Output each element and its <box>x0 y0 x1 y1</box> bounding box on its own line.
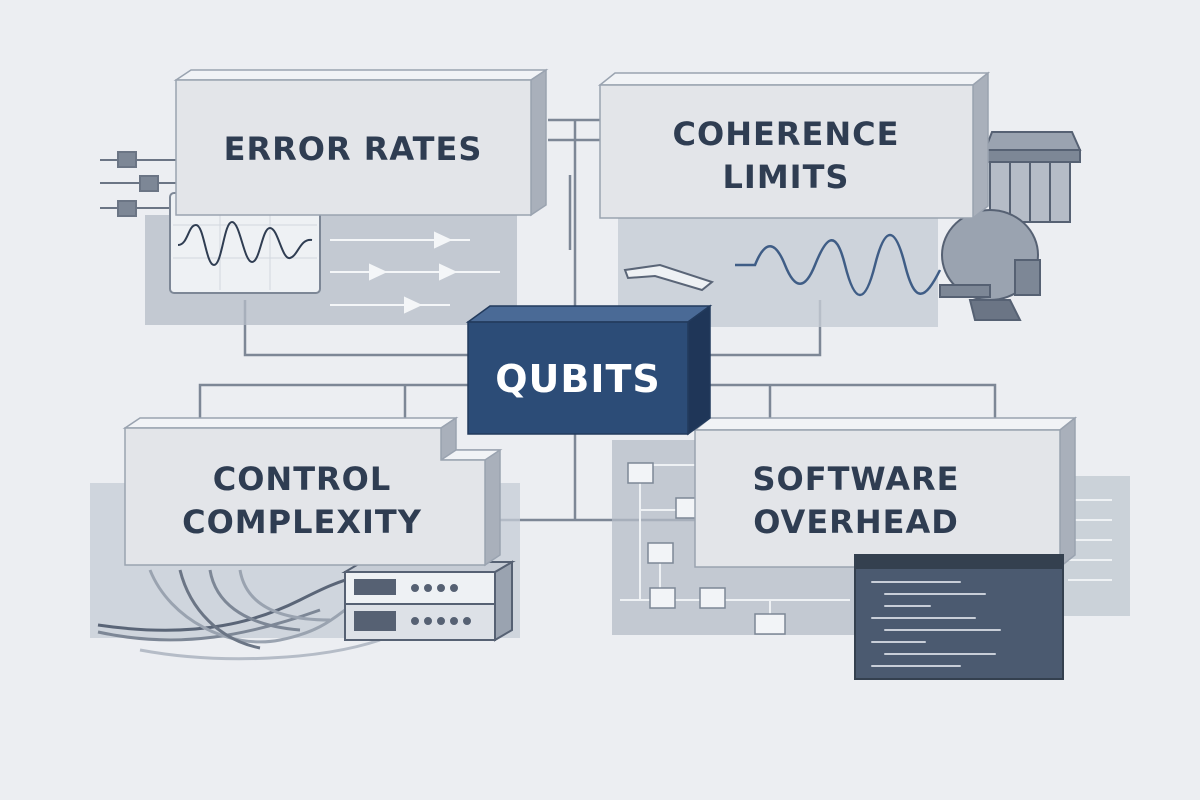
oscilloscope-icon <box>169 192 321 294</box>
software-label-line1: SOFTWARE <box>752 460 959 498</box>
coherence-label-line2: LIMITS <box>723 158 850 196</box>
control-decor <box>97 560 516 661</box>
rack-equipment-icon <box>341 560 516 642</box>
cable-bundle-icon <box>97 569 421 661</box>
control-complexity-box: CONTROL COMPLEXITY <box>122 416 503 567</box>
qubits-center-box: QUBITS <box>465 304 713 436</box>
code-window-front <box>854 554 1064 680</box>
probe-icon <box>623 263 715 292</box>
error-rates-label: ERROR RATES <box>224 130 483 168</box>
flowchart-icon <box>620 462 850 635</box>
software-overhead-box: SOFTWARE OVERHEAD <box>692 416 1078 569</box>
software-label-line2: OVERHEAD <box>753 503 959 541</box>
control-label-line1: CONTROL <box>213 460 392 498</box>
signal-arrows-icon <box>330 231 500 314</box>
sine-wave-icon <box>735 233 942 297</box>
coherence-limits-box: COHERENCE LIMITS <box>597 71 991 220</box>
cryostat-icon <box>939 131 1082 321</box>
connector-right-bottom <box>700 383 997 420</box>
qubits-label: QUBITS <box>495 357 661 401</box>
coherence-label-line1: COHERENCE <box>673 115 900 153</box>
connector-left-bottom <box>198 383 470 420</box>
coherence-decor <box>623 131 1082 321</box>
error-rates-box: ERROR RATES <box>173 68 549 217</box>
error-rates-decor <box>100 151 500 314</box>
control-label-line2: COMPLEXITY <box>182 503 422 541</box>
connector-pins-icon <box>100 151 178 217</box>
